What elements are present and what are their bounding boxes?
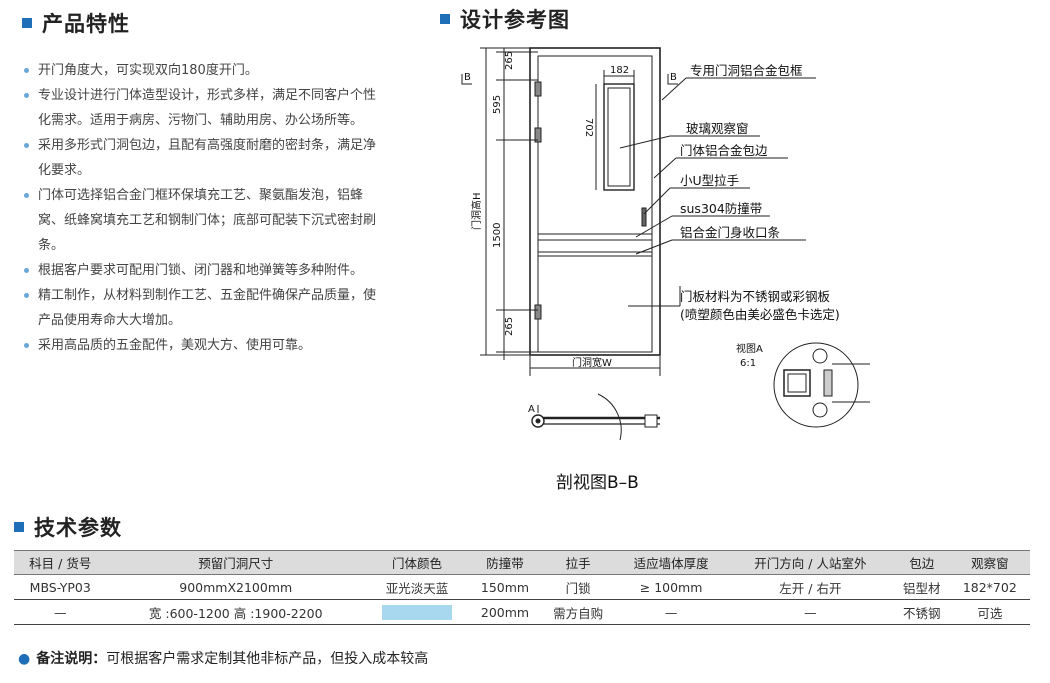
tech-title: 技术参数 [34,516,122,540]
col-header: 门体颜色 [364,550,470,575]
spec-table: 科目 / 货号 预留门洞尺寸 门体颜色 防撞带 拉手 适应墙体厚度 开门方向 /… [14,550,1030,625]
table-cell: — [14,599,107,625]
table-header-row: 科目 / 货号 预留门洞尺寸 门体颜色 防撞带 拉手 适应墙体厚度 开门方向 /… [14,550,1030,575]
col-header: 拉手 [540,550,616,575]
table-cell: 亚光淡天蓝 [364,574,470,600]
col-header: 包边 [893,550,950,575]
callout-panel-color: (喷塑颜色由美必盛色卡选定) [680,307,840,322]
hinge-icon [534,81,542,97]
section-mark-a: A [528,404,535,415]
feature-item: 专业设计进行门体造型设计，形式多样，满足不同客户个性化需求。适用于病房、污物门、… [22,83,382,133]
bullet-dot-icon: ● [18,651,31,667]
hinge-icon [534,127,542,143]
table-cell: — [726,599,894,625]
hinge-icon [534,304,542,320]
table-cell: 900mmX2100mm [106,574,365,600]
color-swatch [382,605,453,620]
dim-door-height: 门洞高H [470,192,483,230]
section-mark-b-left: B [464,72,471,83]
design-title: 设计参考图 [460,8,570,32]
table-row: MBS-YP03 900mmX2100mm 亚光淡天蓝 150mm 门锁 ≥ 1… [14,574,1030,600]
callout-strip: 铝合金门身收口条 [680,225,781,240]
door-leaf [537,55,653,353]
table-cell: 不锈钢 [893,599,950,625]
table-cell: MBS-YP03 [14,574,107,600]
features-list: 开门角度大，可实现双向180度开门。 专业设计进行门体造型设计，形式多样，满足不… [22,58,382,358]
table-row: — 宽 :600-1200 高 :1900-2200 200mm 需方自购 — … [14,599,1030,625]
dim-window-width: 182 [610,65,629,76]
dim-top-265: 265 [504,51,515,70]
section-caption: 剖视图B–B [556,473,639,493]
callout-panel-material: 门板材料为不锈钢或彩钢板 [680,289,831,304]
feature-item: 开门角度大，可实现双向180度开门。 [22,58,382,83]
dim-1500: 1500 [492,223,503,248]
section-mark-b-right: B [670,72,677,83]
swing-arc [597,393,622,441]
heading-square-icon [440,14,450,24]
table-cell [364,599,470,625]
feature-item: 采用多形式门洞包边，且配有高强度耐磨的密封条，满足净化要求。 [22,133,382,183]
feature-item: 精工制作，从材料到制作工艺、五金配件确保产品质量，使产品使用寿命大大增加。 [22,283,382,333]
door-drawing: 265 595 1500 265 门洞高H 182 702 门洞宽W B B A… [461,47,870,493]
dim-window-height: 702 [583,118,594,137]
table-cell: 可选 [949,599,1030,625]
remark-note: ● 备注说明：可根据客户需求定制其他非标产品，但投入成本较高 [18,648,428,668]
callout-handle: 小U型拉手 [680,173,739,188]
table-cell: — [615,599,727,625]
col-header: 科目 / 货号 [14,550,107,575]
col-header: 观察窗 [949,550,1030,575]
heading-square-icon [14,522,24,532]
col-header: 适应墙体厚度 [615,550,727,575]
features-heading: 产品特性 [22,8,130,38]
callout-frame: 专用门洞铝合金包框 [690,63,803,78]
dim-595: 595 [492,95,503,114]
window-glass [607,87,631,187]
features-title: 产品特性 [42,12,130,36]
callout-wrap: 门体铝合金包边 [680,143,768,158]
detail-view-scale: 6:1 [740,358,756,369]
design-heading: 设计参考图 [440,4,570,34]
tech-heading: 技术参数 [14,512,122,542]
table-cell: 150mm [469,574,541,600]
feature-item: 门体可选择铝合金门框环保填充工艺、聚氨酯发泡，铝蜂窝、纸蜂窝填充工艺和钢制门体；… [22,183,382,258]
heading-square-icon [22,18,32,28]
table-cell: ≥ 100mm [615,574,727,600]
observation-window [603,83,635,191]
door-frame [529,47,661,356]
table-cell: 铝型材 [893,574,950,600]
feature-item: 根据客户要求可配用门锁、闭门器和地弹簧等多种附件。 [22,258,382,283]
table-cell: 182*702 [949,574,1030,600]
dim-bottom-265: 265 [504,317,515,336]
col-header: 防撞带 [469,550,541,575]
table-cell: 门锁 [540,574,616,600]
remark-label: 备注说明： [36,651,107,667]
remark-text: 可根据客户需求定制其他非标产品，但投入成本较高 [106,651,429,667]
detail-view-circle [773,342,859,428]
callout-bumper: sus304防撞带 [680,201,762,216]
detail-view-label: 视图A [736,342,763,355]
feature-item: 采用高品质的五金配件，美观大方、使用可靠。 [22,333,382,358]
u-handle-icon [641,207,647,227]
callout-window: 玻璃观察窗 [686,121,749,136]
col-header: 开门方向 / 人站室外 [726,550,894,575]
table-cell: 需方自购 [540,599,616,625]
col-header: 预留门洞尺寸 [106,550,365,575]
dim-door-width: 门洞宽W [572,356,612,369]
table-cell: 宽 :600-1200 高 :1900-2200 [106,599,365,625]
table-cell: 左开 / 右开 [726,574,894,600]
table-cell: 200mm [469,599,541,625]
